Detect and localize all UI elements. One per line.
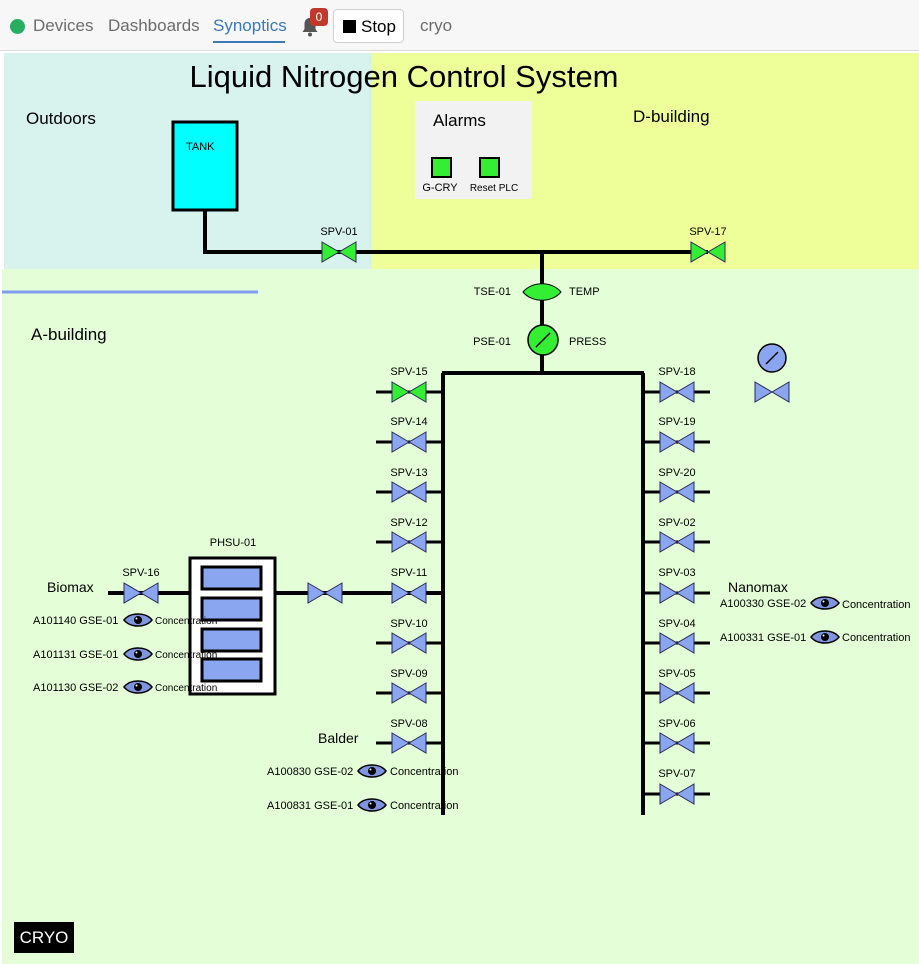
eye-icon[interactable] (810, 596, 840, 610)
temp-label: TEMP (569, 286, 600, 298)
spv-19-label: SPV-19 (658, 416, 695, 428)
right-branch-valves: SPV-18 SPV-19 SPV-20 SPV-02 SPV-03 SPV-0… (643, 366, 710, 805)
nav-devices[interactable]: Devices (33, 16, 94, 35)
eye-icon[interactable] (123, 680, 153, 694)
concentration-label: Concentration (842, 599, 911, 611)
stop-icon (343, 20, 356, 33)
spv-16-label: SPV-16 (122, 567, 159, 579)
spv-12-label: SPV-12 (390, 517, 427, 529)
spv-11-label: SPV-11 (391, 567, 428, 579)
spv-13-label: SPV-13 (390, 467, 427, 479)
pressure-gauge-needle (765, 351, 779, 365)
synoptic-canvas: Liquid Nitrogen Control System Outdoors … (0, 51, 919, 964)
phsu-module (200, 565, 263, 591)
concentration-label: Concentration (842, 632, 911, 644)
spv-17-label: SPV-17 (689, 226, 726, 238)
gas-sensor-label: A100331 GSE-01 (720, 632, 806, 644)
spv-20-label: SPV-20 (658, 467, 695, 479)
concentration-label: Concentration (390, 766, 459, 778)
nav-synoptics[interactable]: Synoptics (213, 16, 287, 35)
temperature-sensor-icon[interactable] (522, 283, 562, 301)
spv-14-label: SPV-14 (390, 416, 427, 428)
pressure-gauge-needle (535, 332, 551, 348)
stop-label: Stop (361, 17, 396, 36)
phsu-module (200, 657, 263, 683)
eye-icon[interactable] (357, 798, 387, 812)
eye-icon[interactable] (123, 647, 153, 661)
gas-sensor-label: A101140 GSE-01 (33, 615, 118, 627)
user-name[interactable]: cryo (420, 16, 453, 35)
concentration-label: Concentration (155, 616, 217, 627)
stop-button[interactable]: Stop (333, 9, 404, 43)
d-building-label: D-building (633, 107, 710, 126)
nanomax-label: Nanomax (728, 579, 788, 595)
g-cry-label: G-CRY (422, 182, 458, 194)
gas-sensor-label: A101131 GSE-01 (33, 649, 118, 661)
gas-sensor-label: A100830 GSE-02 (267, 766, 353, 778)
notification-badge: 0 (310, 8, 328, 26)
nav-dashboards[interactable]: Dashboards (108, 16, 200, 35)
phsu-module (200, 596, 263, 622)
eye-icon[interactable] (357, 764, 387, 778)
spv-06-label: SPV-06 (658, 718, 695, 730)
spv-03-label: SPV-03 (658, 567, 695, 579)
eye-icon[interactable] (810, 630, 840, 644)
alarms-panel (415, 101, 532, 199)
a-building-zone (2, 269, 919, 964)
alarms-title: Alarms (433, 111, 486, 130)
connection-status-icon (10, 19, 25, 34)
left-branch-valves: SPV-15 SPV-14 SPV-13 SPV-12 SPV-11 SPV-1… (376, 366, 443, 754)
outdoors-label: Outdoors (26, 109, 96, 128)
phsu-01-label: PHSU-01 (210, 537, 256, 549)
tse-01-label: TSE-01 (474, 286, 511, 298)
main-pipes (108, 210, 708, 815)
tank[interactable] (171, 120, 239, 212)
press-label: PRESS (569, 336, 606, 348)
cryo-tag: CRYO (14, 922, 74, 953)
spv-18-label: SPV-18 (658, 366, 695, 378)
tank-label: TANK (186, 141, 215, 153)
biomax-label: Biomax (47, 579, 94, 595)
pse-01-label: PSE-01 (473, 336, 511, 348)
spv-04-label: SPV-04 (658, 618, 695, 630)
a-building-label: A-building (31, 325, 107, 344)
top-bar: Devices Dashboards Synoptics 0 Stop cryo (0, 0, 919, 51)
active-tab-indicator (213, 41, 285, 43)
spv-09-label: SPV-09 (390, 668, 427, 680)
gas-sensor-label: A101130 GSE-02 (33, 682, 118, 694)
phsu-module (200, 627, 263, 653)
reset-plc-label: Reset PLC (470, 183, 518, 194)
spv-15-label: SPV-15 (390, 366, 427, 378)
concentration-label: Concentration (155, 650, 217, 661)
gas-sensor-label: A100330 GSE-02 (720, 598, 806, 610)
balder-label: Balder (318, 730, 359, 746)
concentration-label: Concentration (390, 800, 459, 812)
eye-icon[interactable] (123, 613, 153, 627)
spv-05-label: SPV-05 (658, 668, 695, 680)
diagram-title: Liquid Nitrogen Control System (189, 59, 618, 94)
spv-07-label: SPV-07 (658, 768, 695, 780)
g-cry-alarm-indicator[interactable] (431, 157, 452, 178)
spv-01-label: SPV-01 (320, 226, 357, 238)
gas-sensor-label: A100831 GSE-01 (267, 800, 353, 812)
reset-plc-button[interactable] (479, 157, 500, 178)
spv-08-label: SPV-08 (390, 718, 427, 730)
spv-10-label: SPV-10 (390, 618, 427, 630)
spv-02-label: SPV-02 (658, 517, 695, 529)
concentration-label: Concentration (155, 683, 217, 694)
